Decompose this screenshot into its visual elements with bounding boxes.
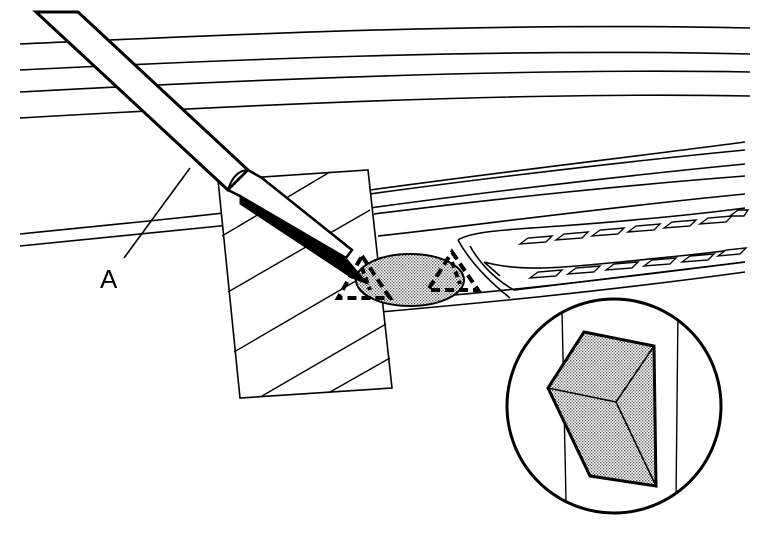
warning-triangle-icon bbox=[334, 252, 394, 300]
warning-triangle-icon bbox=[424, 248, 482, 292]
trim-rail bbox=[457, 207, 746, 299]
clip-detail bbox=[546, 330, 658, 488]
callout-a: A bbox=[100, 167, 191, 294]
rail-slots bbox=[517, 209, 750, 279]
protective-tape bbox=[217, 169, 393, 399]
screwdriver bbox=[32, 10, 370, 286]
callout-label-a: A bbox=[100, 264, 118, 294]
detail-circle bbox=[505, 297, 723, 515]
